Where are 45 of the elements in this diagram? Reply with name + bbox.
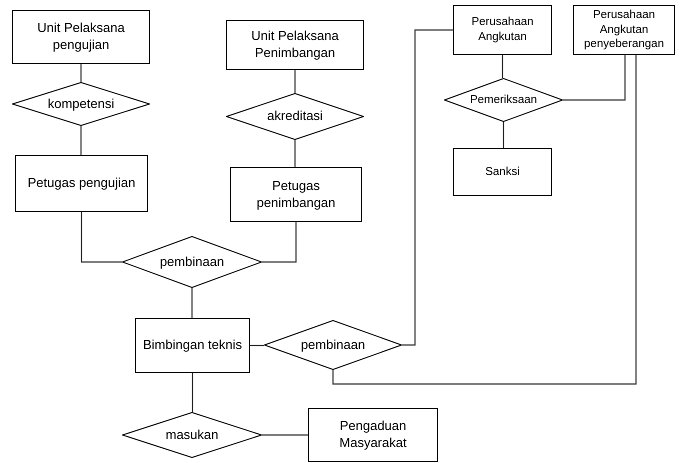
node-label: Bimbingan teknis	[142, 337, 243, 354]
process-box	[12, 10, 150, 64]
decision-diamond	[122, 236, 262, 288]
decision-diamond	[264, 320, 402, 370]
connector-line	[262, 222, 297, 263]
node-label: masukan	[166, 426, 218, 444]
node-label: Pemeriksaan	[470, 92, 538, 108]
node-label: Petugas penimbangan	[256, 178, 336, 212]
connector-line	[262, 434, 308, 436]
connector-line	[191, 288, 193, 318]
process-box	[226, 20, 364, 70]
node-label: pembinaan	[300, 336, 366, 354]
process-box	[15, 155, 148, 212]
decision-diamond	[122, 412, 262, 458]
process-box	[230, 167, 362, 222]
connector-line	[80, 126, 82, 155]
connector-line	[294, 140, 296, 167]
node-label: Perusahaan Angkutan	[470, 15, 535, 45]
connector-line	[80, 64, 82, 82]
node-label: Pengaduan Masyarakat	[338, 418, 408, 452]
process-box	[453, 5, 552, 55]
node-label: Petugas pengujian	[26, 175, 136, 192]
process-box	[308, 408, 438, 462]
connector-line	[502, 122, 504, 148]
decision-diamond	[12, 82, 150, 126]
node-label: akreditasi	[267, 108, 323, 125]
node-label: Perusahaan Angkutan penyeberangan	[583, 8, 665, 52]
decision-diamond	[444, 78, 563, 122]
connector-line	[192, 373, 194, 412]
node-label: Unit Pelaksana Penimbangan	[250, 28, 340, 62]
connector-line	[502, 55, 504, 78]
connector-line	[80, 212, 122, 263]
process-box	[135, 318, 250, 373]
decision-diamond	[226, 93, 364, 140]
process-box	[573, 5, 675, 55]
process-box	[453, 148, 552, 196]
node-label: kompetensi	[48, 96, 114, 112]
connector-line	[402, 29, 453, 346]
connector-line	[332, 55, 637, 385]
node-label: Unit Pelaksana pengujian	[36, 20, 126, 54]
node-label: pembinaan	[160, 254, 224, 270]
connector-line	[563, 55, 626, 101]
connector-line	[294, 70, 296, 93]
connector-line	[250, 344, 264, 346]
node-label: Sanksi	[484, 164, 521, 180]
